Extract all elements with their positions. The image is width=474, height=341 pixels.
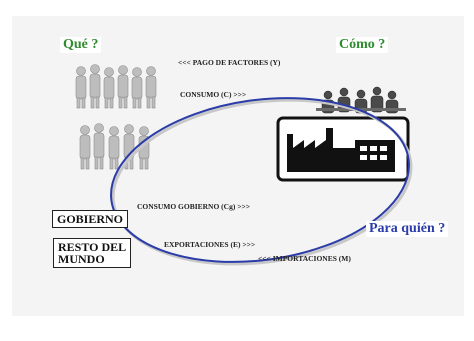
- resto-del-mundo-box: RESTO DEL MUNDO: [53, 238, 132, 268]
- gobierno-box: GOBIERNO: [52, 210, 129, 228]
- workers-group-icon: [316, 86, 406, 114]
- flow-ellipse: [110, 97, 410, 263]
- factory-icon: [276, 116, 410, 182]
- flow-label-pago-factores: <<< PAGO DE FACTORES (Y): [178, 58, 281, 67]
- flow-label-importaciones: <<< IMPORTACIONES (M): [258, 254, 351, 263]
- people-group-icon: [75, 64, 157, 109]
- flow-label-exportaciones: EXPORTACIONES (E) >>>: [164, 240, 256, 249]
- people-group-icon: [79, 123, 150, 170]
- question-como: Cómo ?: [336, 37, 389, 53]
- flow-ellipse-shadow: [111, 98, 413, 266]
- flow-label-consumo-gobierno: CONSUMO GOBIERNO (Cg) >>>: [137, 202, 251, 211]
- question-que: Qué ?: [60, 37, 102, 53]
- flow-label-consumo: CONSUMO (C) >>>: [180, 90, 247, 99]
- question-para-quien: Para quién ?: [366, 221, 449, 237]
